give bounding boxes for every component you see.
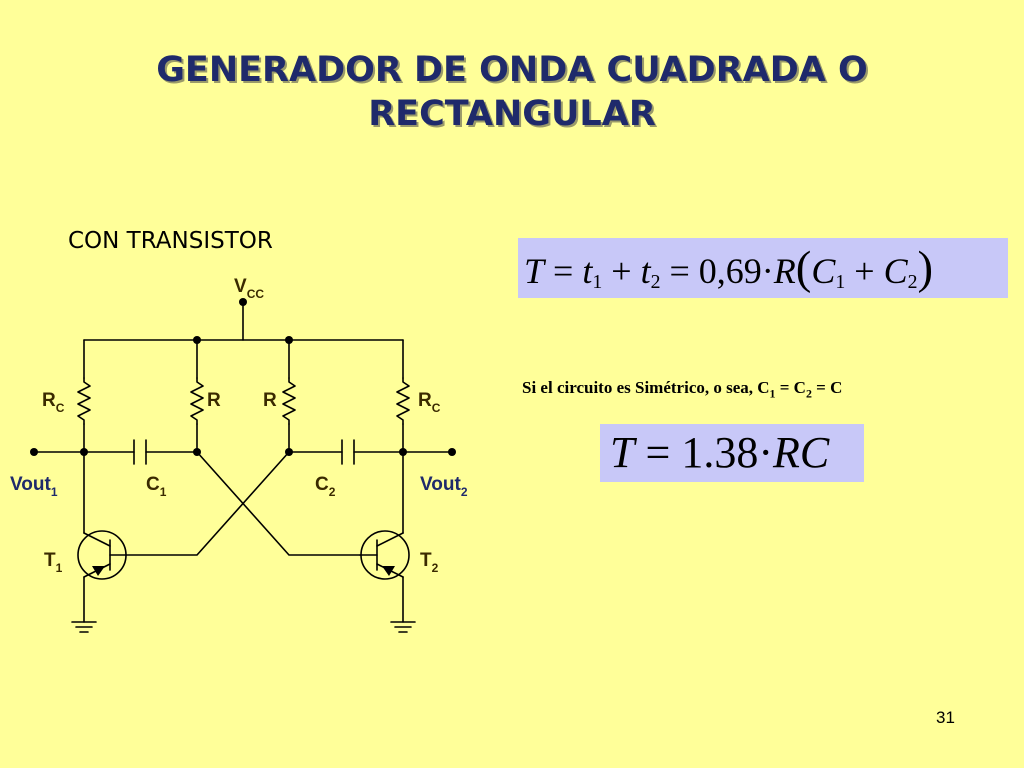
formula-subscript: 2	[650, 270, 661, 293]
label-sub: 1	[56, 561, 63, 575]
formula-subscript: 2	[907, 270, 918, 293]
resistor-rc-left	[77, 377, 91, 425]
label-sub: CC	[247, 287, 265, 301]
note-text: Si el circuito es Simétrico, o sea, C	[522, 378, 770, 397]
label-main: V	[234, 276, 247, 297]
label-main: Vout	[10, 474, 51, 495]
formula-symbol: =	[553, 251, 574, 291]
label-c2: C2	[315, 474, 336, 499]
junction-dot	[80, 448, 88, 456]
ground-icon-left	[71, 621, 97, 633]
label-c1: C1	[146, 474, 167, 499]
title-line-2: RECTANGULAR	[368, 94, 656, 134]
formula-symbol: T	[524, 251, 545, 291]
terminal-vcc	[239, 298, 247, 306]
formula-symbol: +	[611, 251, 632, 291]
transistor-t2-collector	[376, 532, 404, 547]
label-sub: 2	[461, 485, 468, 499]
label-sub: C	[432, 401, 441, 415]
label-main: R	[42, 390, 56, 411]
transistor-t1-collector	[83, 532, 111, 547]
note-text: = C	[811, 378, 843, 397]
note-subscript: 1	[769, 386, 776, 401]
symmetric-period-formula: T = 1.38·RC	[600, 424, 864, 482]
formula-coefficient: 0,69	[698, 251, 762, 291]
period-formula: T = t1 + t2 = 0,69·R(C1 + C2)	[518, 238, 1008, 298]
junction-dot	[193, 448, 201, 456]
junction-dot	[399, 448, 407, 456]
junction-dot	[285, 448, 293, 456]
label-t1: T1	[44, 550, 63, 575]
formula-symbol: (	[795, 242, 812, 294]
resistor-r-left	[190, 377, 204, 425]
transistor-t1-emitter-arrow	[92, 566, 105, 576]
label-r-right: R	[263, 390, 277, 411]
label-r-left: R	[207, 390, 221, 411]
label-sub: 2	[329, 485, 336, 499]
label-main: T	[420, 550, 432, 571]
label-vcc: VCC	[234, 276, 264, 301]
slide-title: GENERADOR DE ONDA CUADRADA O RECTANGULAR	[0, 48, 1024, 136]
page-number: 31	[936, 708, 955, 727]
label-main: Vout	[420, 474, 461, 495]
ground-icon-right	[390, 621, 416, 633]
formula-symbol: =	[645, 428, 671, 477]
transistor-t2-emitter-arrow	[382, 566, 395, 576]
label-main: T	[44, 550, 56, 571]
title-line-1: GENERADOR DE ONDA CUADRADA O	[156, 50, 868, 90]
label-main: R	[418, 390, 432, 411]
cross-wire-to-t2-base	[196, 451, 361, 556]
terminal-vout1	[30, 448, 38, 456]
junction-dot	[285, 336, 293, 344]
formula-coefficient: 1.38	[681, 428, 759, 477]
formula-symbol: ·	[758, 428, 773, 477]
label-vout2: Vout2	[420, 474, 468, 499]
formula-symbol: =	[669, 251, 690, 291]
formula-symbol: RC	[772, 428, 830, 477]
formula-symbol: T	[610, 428, 635, 477]
formula-symbol: t	[640, 251, 651, 291]
note-subscript: 2	[805, 386, 812, 401]
resistor-rc-right	[396, 377, 410, 425]
formula-subscript: 1	[835, 270, 846, 293]
formula-symbol: C	[811, 251, 836, 291]
label-sub: 1	[160, 485, 167, 499]
junction-dot	[193, 336, 201, 344]
formula-subscript: 1	[592, 270, 603, 293]
formula-symbol: )	[917, 242, 934, 294]
formula-symbol: C	[883, 251, 908, 291]
formula-symbol: t	[582, 251, 593, 291]
symmetric-note: Si el circuito es Simétrico, o sea, C1 =…	[522, 378, 842, 401]
label-sub: C	[56, 401, 65, 415]
label-rc-right: RC	[418, 390, 441, 415]
cross-wire-to-t1-base	[125, 451, 290, 556]
label-rc-left: RC	[42, 390, 65, 415]
label-vout1: Vout1	[10, 474, 58, 499]
label-sub: 1	[51, 485, 58, 499]
formula-symbol: +	[854, 251, 875, 291]
formula-symbol: R	[773, 251, 796, 291]
label-sub: 2	[432, 561, 439, 575]
subtitle: CON TRANSISTOR	[68, 228, 273, 254]
label-t2: T2	[420, 550, 439, 575]
terminal-vout2	[448, 448, 456, 456]
resistor-r-right	[282, 377, 296, 425]
formula-symbol: ·	[761, 251, 774, 291]
note-text: = C	[775, 378, 806, 397]
label-main: C	[146, 474, 160, 495]
label-main: C	[315, 474, 329, 495]
